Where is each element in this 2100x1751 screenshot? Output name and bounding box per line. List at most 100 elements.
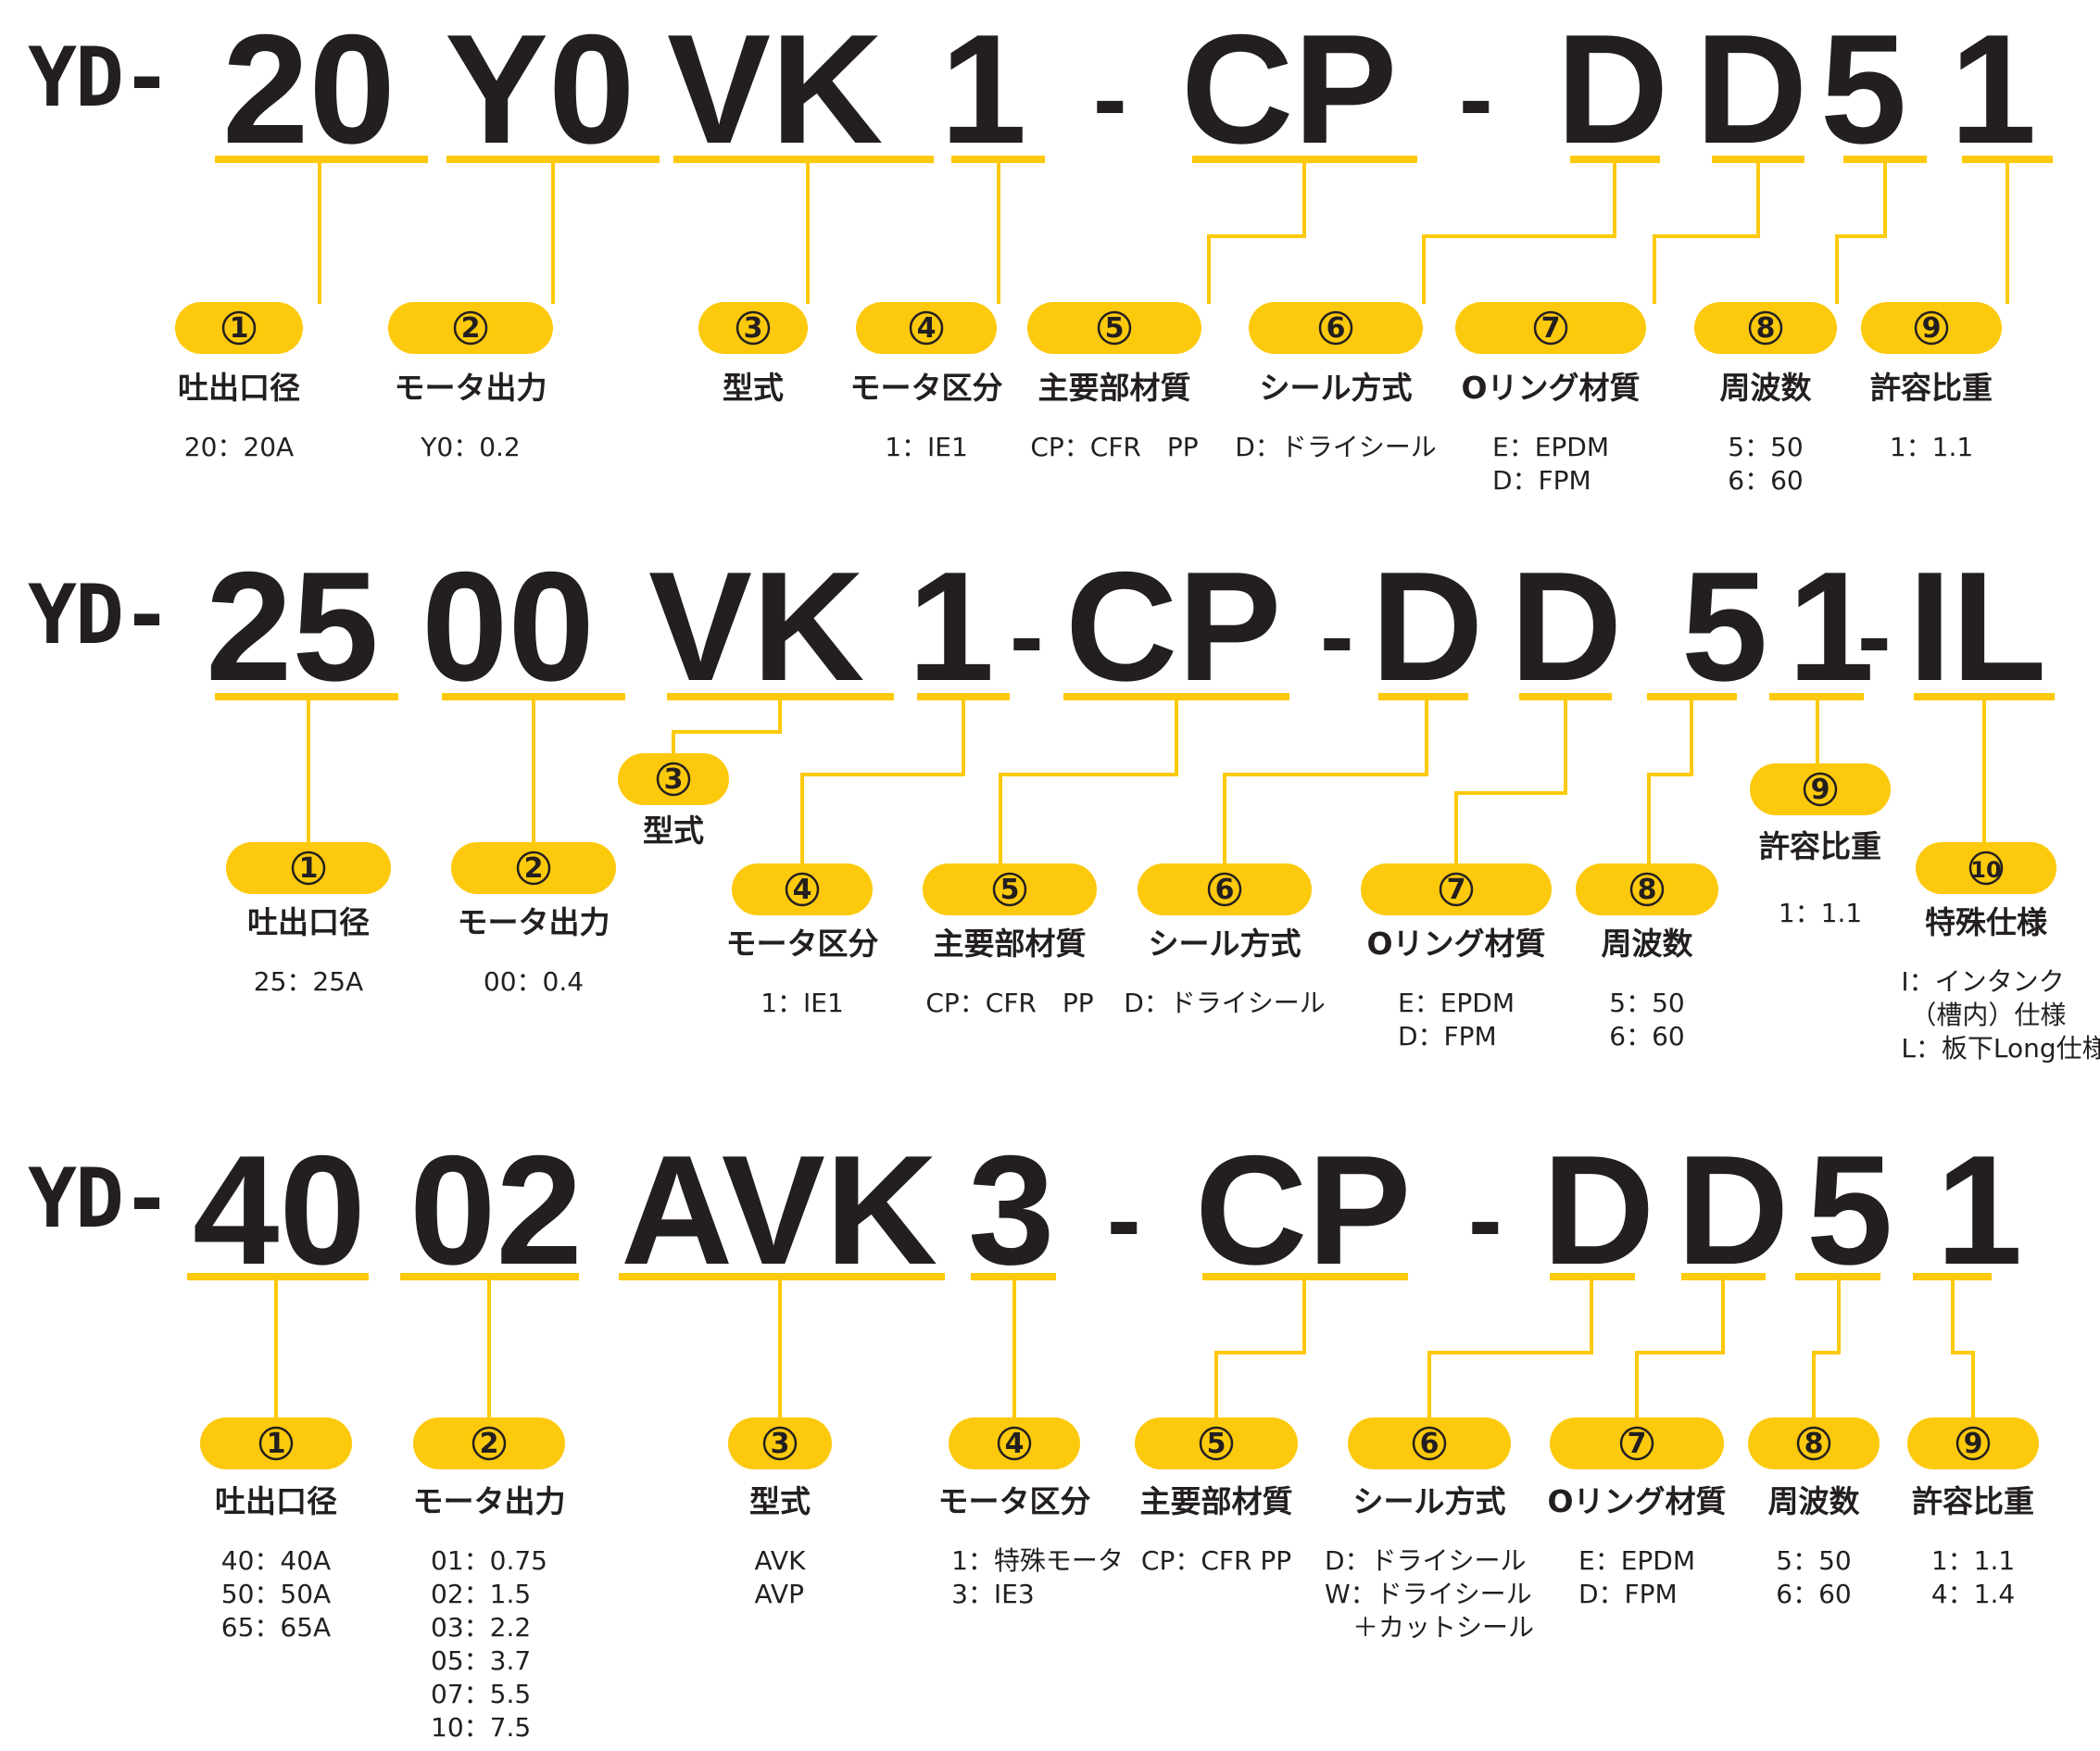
field-values: 1：IE1: [761, 987, 844, 1020]
field-value: D：FPM: [1398, 1021, 1497, 1052]
field-number: 8: [1804, 1428, 1824, 1460]
field-label: 許容比重: [1759, 828, 1881, 864]
code-separator: -: [1093, 42, 1127, 156]
field-badge: [1694, 302, 1837, 354]
badge-ring: [1207, 872, 1242, 907]
segment-underline: [1378, 693, 1468, 700]
field-label: 許容比重: [1870, 370, 1993, 406]
badge-ring: [992, 872, 1027, 907]
code-segment: D: [1677, 1123, 1790, 1297]
field-badge: [200, 1417, 352, 1469]
field-value: 6：60: [1728, 465, 1804, 496]
field-label: モータ区分: [937, 1483, 1091, 1519]
field-number: 9: [1922, 312, 1942, 345]
field-label: モータ出力: [412, 1483, 566, 1519]
field-badge: [923, 863, 1097, 915]
badge-ring: [997, 1426, 1032, 1461]
code-segment: D: [1556, 2, 1669, 176]
field-number: 6: [1215, 874, 1235, 906]
field-label: シール方式: [1148, 926, 1301, 962]
field-label: 主要部材質: [1139, 1483, 1293, 1519]
field-label: Oリング材質: [1366, 926, 1546, 962]
badge-ring: [221, 310, 257, 346]
code-segment: VK: [667, 2, 884, 176]
field-number: 5: [1105, 312, 1125, 345]
connector-line: [800, 697, 965, 865]
field-label: 吐出口径: [178, 370, 300, 406]
connector-line: [1647, 697, 1693, 865]
field-label: モータ区分: [849, 370, 1003, 406]
field-value: 20：20A: [183, 432, 295, 462]
field-badge: [732, 863, 873, 915]
field-value: CP：CFR PP: [925, 988, 1094, 1018]
code-segment: D: [1542, 1123, 1655, 1297]
field-badge: [1135, 1417, 1298, 1469]
field-label: 特殊仕様: [1925, 904, 2047, 940]
field-value: 1：IE1: [885, 432, 968, 462]
field-number: 7: [1628, 1428, 1647, 1460]
badge-ring: [516, 850, 551, 886]
badge-ring: [258, 1426, 294, 1461]
field-value: D：FPM: [1492, 465, 1591, 496]
code-segment: 40: [193, 1123, 366, 1297]
field-value: 5：50: [1776, 1545, 1852, 1576]
field-value: 10：7.5: [431, 1712, 532, 1743]
badge-ring: [1748, 310, 1783, 346]
field-value: CP：CFR PP: [1140, 1545, 1292, 1576]
field-value: 05：3.7: [431, 1645, 532, 1676]
field-label: 周波数: [1601, 926, 1693, 962]
code-segment: Y0: [445, 2, 635, 176]
badge-ring: [1318, 310, 1353, 346]
field-badge: [618, 753, 729, 805]
field-value: 6：60: [1776, 1579, 1852, 1609]
code-segment: 00: [421, 539, 595, 713]
connector-line: [672, 697, 782, 755]
field-value: 1：特殊モータ: [951, 1545, 1124, 1576]
field-number: 10: [1970, 857, 2001, 883]
field-value: 65：65A: [220, 1612, 332, 1643]
code-segment: 1: [940, 2, 1027, 176]
code-segment: 5: [1820, 2, 1907, 176]
field-value: 40：40A: [220, 1545, 332, 1576]
field-label: 型式: [723, 370, 784, 406]
field-badge: [1027, 302, 1201, 354]
field-label: 型式: [643, 813, 704, 849]
code-segment: 1: [1950, 2, 2037, 176]
badge-ring: [1533, 310, 1568, 346]
badge-ring: [1968, 850, 2004, 886]
field-number: 7: [1447, 874, 1466, 906]
code-segment: CP: [1181, 2, 1398, 176]
badge-ring: [785, 872, 820, 907]
field-values: D：ドライシール: [1124, 987, 1326, 1020]
field-value: CP：CFR PP: [1030, 432, 1199, 462]
field-value: 00：0.4: [483, 966, 585, 997]
code-separator: -: [1857, 579, 1892, 693]
field-value: D：ドライシール: [1324, 1545, 1527, 1576]
field-badge: [1916, 842, 2056, 894]
connector-line: [1214, 1277, 1306, 1419]
field-value: （槽内）仕様: [1910, 1000, 2067, 1030]
field-label: モータ出力: [394, 370, 547, 406]
code-separator: -: [1459, 42, 1493, 156]
field-value: 03：2.2: [431, 1612, 532, 1643]
field-badge: [413, 1417, 565, 1469]
field-number: 2: [524, 852, 544, 885]
connector-line: [1835, 159, 1887, 304]
connector-line: [1223, 697, 1428, 865]
field-label: 周波数: [1719, 370, 1812, 406]
field-value: 1：1.1: [1778, 898, 1863, 928]
field-value: D：FPM: [1578, 1579, 1678, 1609]
field-value: D：ドライシール: [1124, 988, 1326, 1018]
field-value: 3：IE3: [951, 1579, 1035, 1609]
field-badge: [1138, 863, 1312, 915]
code-segment: VK: [648, 539, 865, 713]
connector-line: [1653, 159, 1760, 304]
field-label: 型式: [749, 1483, 811, 1519]
